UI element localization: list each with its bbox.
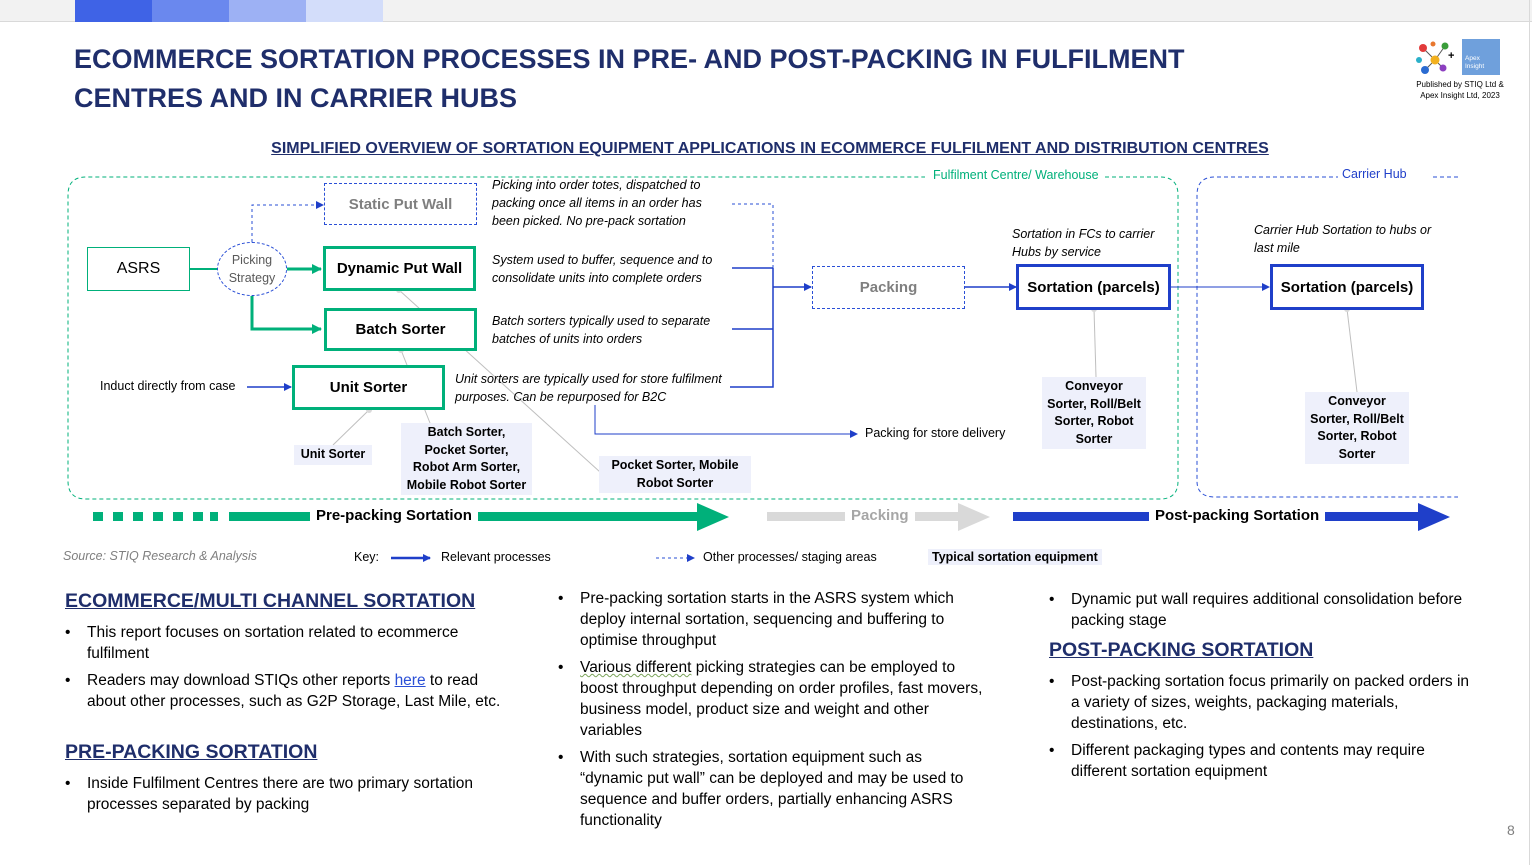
apex-logo-text: Apex Insight (1465, 55, 1485, 70)
apex-logo: Apex Insight (1462, 39, 1500, 75)
key-typical-equipment: Typical sortation equipment (928, 549, 1102, 565)
batch-sorter-box: Batch Sorter (324, 308, 477, 351)
diagram-subtitle: SIMPLIFIED OVERVIEW OF SORTATION EQUIPME… (271, 140, 1269, 157)
reports-link[interactable]: here (394, 672, 426, 689)
right-edge-line (1529, 0, 1530, 865)
page-number: 8 (1507, 822, 1515, 838)
picking-strategy-line-1: Picking (231, 253, 273, 267)
hub-frame-label: Carrier Hub (1338, 167, 1411, 181)
postpack-heading: POST-PACKING SORTATION (1049, 639, 1314, 661)
asrs-box: ASRS (87, 247, 190, 291)
key-label: Key: (354, 550, 380, 564)
packing-box: Packing (812, 266, 965, 309)
bar-segment-1 (75, 0, 152, 22)
ecommerce-bullet-1: This report focuses on sortation related… (65, 622, 505, 664)
ecommerce-heading: ECOMMERCE/MULTI CHANNEL SORTATION (65, 590, 476, 612)
publisher-line-2: Apex Insight Ltd, 2023 (1420, 91, 1500, 100)
note-hub-sortation: Carrier Hub Sortation to hubs or last mi… (1254, 223, 1432, 255)
top-color-bar (0, 0, 1532, 22)
stage-post-packing: Post-packing Sortation (1149, 507, 1326, 524)
equipment-dynamic-put-wall: Pocket Sorter, Mobile Robot Sorter (599, 456, 751, 493)
stage-packing: Packing (845, 507, 915, 524)
ecommerce-bullet-2: Readers may download STIQs other reports… (65, 670, 505, 712)
note-batch-sorter: Batch sorters typically used to separate… (492, 314, 711, 346)
prepack-bullets: Inside Fulfilment Centres there are two … (65, 773, 505, 821)
postpack-bullets: Post-packing sortation focus primarily o… (1049, 671, 1479, 788)
static-put-wall-box: Static Put Wall (324, 183, 477, 225)
picking-strategy-line-2: Strategy (228, 271, 276, 285)
stage-pre-packing: Pre-packing Sortation (310, 507, 478, 524)
middle-bullet-1: Pre-packing sortation starts in the ASRS… (558, 588, 988, 651)
induct-label: Induct directly from case (100, 379, 236, 393)
middle-bullet-2-flagged: Various different (580, 659, 692, 676)
ecommerce-bullet-2-pre: Readers may download STIQs other reports (87, 672, 395, 689)
key-other-processes: Other processes/ staging areas (703, 550, 877, 564)
stiq-logo-icon (1416, 41, 1449, 74)
picking-strategy-node: Picking Strategy (217, 242, 287, 296)
equipment-hub-sortation: Conveyor Sorter, Roll/Belt Sorter, Robot… (1305, 392, 1409, 464)
middle-bullet-2: Various different picking strategies can… (558, 657, 988, 741)
hub-sortation-box: Sortation (parcels) (1270, 264, 1424, 310)
right-bullets-top: Dynamic put wall requires additional con… (1049, 589, 1479, 637)
prepack-bullet-1: Inside Fulfilment Centres there are two … (65, 773, 505, 815)
note-static-put-wall: Picking into order totes, dispatched to … (492, 178, 702, 228)
dynamic-put-wall-box: Dynamic Put Wall (323, 246, 476, 291)
postpack-bullet-2: Different packaging types and contents m… (1049, 740, 1479, 782)
key-relevant-processes: Relevant processes (441, 550, 551, 564)
right-bullet-1: Dynamic put wall requires additional con… (1049, 589, 1479, 631)
postpack-bullet-1: Post-packing sortation focus primarily o… (1049, 671, 1479, 734)
equipment-unit-sorter: Unit Sorter (294, 445, 372, 465)
publisher-line-1: Published by STIQ Ltd & (1416, 80, 1504, 89)
source-note: Source: STIQ Research & Analysis (63, 549, 258, 563)
logo-plus: + (1448, 50, 1455, 62)
note-fc-sortation: Sortation in FCs to carrier Hubs by serv… (1012, 227, 1155, 259)
middle-bullets: Pre-packing sortation starts in the ASRS… (558, 588, 988, 837)
page-title: ECOMMERCE SORTATION PROCESSES IN PRE- AN… (74, 44, 1185, 113)
bar-segment-4 (306, 0, 383, 22)
fc-sortation-box: Sortation (parcels) (1016, 264, 1171, 310)
bar-segment-2 (152, 0, 229, 22)
unit-sorter-box: Unit Sorter (292, 365, 445, 410)
middle-bullet-2-rest: picking strategies can be employed to bo… (580, 659, 983, 739)
publisher-logo: + Apex Insight Published by STIQ Ltd & A… (1410, 38, 1510, 102)
middle-bullet-3: With such strategies, sortation equipmen… (558, 747, 988, 831)
ecommerce-bullet-2-post: to read about other processes, such as G… (87, 672, 501, 710)
equipment-fc-sortation: Conveyor Sorter, Roll/Belt Sorter, Robot… (1042, 377, 1146, 449)
note-dynamic-put-wall: System used to buffer, sequence and to c… (492, 253, 713, 285)
ecommerce-bullets: This report focuses on sortation related… (65, 622, 505, 718)
fc-frame-label: Fulfilment Centre/ Warehouse (930, 168, 1102, 182)
bar-segment-3 (229, 0, 306, 22)
prepack-heading: PRE-PACKING SORTATION (65, 741, 318, 763)
packing-store-label: Packing for store delivery (865, 426, 1006, 440)
equipment-batch-sorter: Batch Sorter, Pocket Sorter, Robot Arm S… (401, 423, 532, 495)
note-unit-sorter: Unit sorters are typically used for stor… (455, 372, 722, 404)
